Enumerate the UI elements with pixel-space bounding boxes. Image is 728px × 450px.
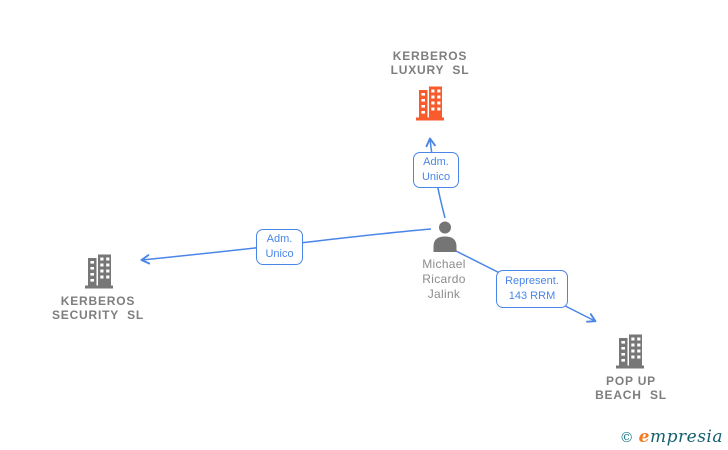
- building-icon[interactable]: [415, 84, 445, 126]
- edge-line-person-to-security: [140, 228, 432, 265]
- edge-label-adm-unico-left: Adm. Unico: [256, 229, 303, 265]
- edge-label-represent-143-rrm: Represent. 143 RRM: [496, 270, 568, 308]
- edge-label-adm-unico-top: Adm. Unico: [413, 152, 459, 188]
- empresia-logo[interactable]: © empresia: [620, 427, 723, 447]
- node-label-michael-ricardo-jalink[interactable]: Michael Ricardo Jalink: [422, 257, 466, 301]
- person-icon[interactable]: [430, 221, 460, 257]
- node-label-kerberos-luxury[interactable]: KERBEROS LUXURY SL: [390, 49, 470, 77]
- building-icon[interactable]: [615, 332, 645, 374]
- copyright-icon: ©: [619, 430, 634, 446]
- empresia-brand-text: empresia: [639, 427, 723, 447]
- node-label-pop-up-beach[interactable]: POP UP BEACH SL: [595, 374, 667, 402]
- node-label-kerberos-security[interactable]: KERBEROS SECURITY SL: [51, 294, 145, 322]
- empresia-brand-initial: e: [638, 427, 650, 447]
- empresia-brand-rest: mpresia: [650, 427, 723, 447]
- building-icon[interactable]: [84, 252, 114, 294]
